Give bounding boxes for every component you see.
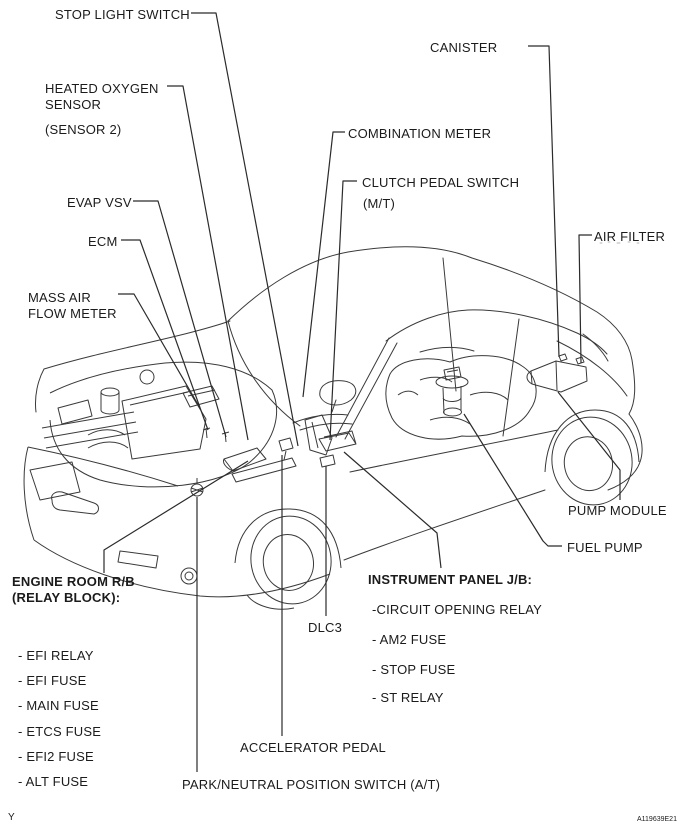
front-bumper-left bbox=[24, 447, 34, 540]
leader-lines bbox=[104, 13, 620, 772]
instrument-panel-jb-title: INSTRUMENT PANEL J/B: bbox=[368, 572, 533, 587]
leader-instrument-panel-jb bbox=[344, 452, 441, 568]
leader-stop-light-switch bbox=[191, 13, 298, 446]
fuel-tank bbox=[386, 356, 536, 440]
tank-detail bbox=[398, 377, 508, 424]
accelerator-pedal-part bbox=[279, 438, 293, 460]
car-rear-end bbox=[557, 334, 642, 490]
label-dlc3: DLC3 bbox=[308, 620, 343, 635]
lower-slot bbox=[118, 551, 158, 568]
engine-room-rb-title-1: ENGINE ROOM R/B bbox=[12, 574, 135, 589]
label-pump-module: PUMP MODULE bbox=[568, 503, 667, 518]
label-heated-o2-line2: SENSOR bbox=[45, 97, 102, 112]
label-park-neutral-switch: PARK/NEUTRAL POSITION SWITCH (A/T) bbox=[182, 777, 441, 792]
leader-ecm bbox=[121, 240, 208, 430]
label-heated-o2-line1: HEATED OXYGEN bbox=[45, 81, 159, 96]
canister-assembly bbox=[527, 354, 587, 392]
label-ecm: ECM bbox=[88, 234, 118, 249]
car-sill bbox=[344, 490, 545, 560]
battery bbox=[58, 400, 92, 424]
pump-bottom bbox=[444, 408, 462, 416]
junction-box bbox=[319, 431, 356, 451]
car-belt-line bbox=[386, 310, 607, 354]
rear-wheel-arch bbox=[545, 410, 639, 472]
front-end bbox=[24, 412, 330, 597]
fog-light bbox=[181, 568, 197, 584]
ecm-bar bbox=[223, 448, 266, 471]
bay-rim bbox=[50, 362, 277, 487]
label-accelerator-pedal: ACCELERATOR PEDAL bbox=[240, 740, 386, 755]
leader-canister bbox=[528, 46, 559, 357]
label-evap-vsv: EVAP VSV bbox=[67, 195, 132, 210]
leader-combination-meter bbox=[303, 132, 345, 397]
leader-fuel-pump bbox=[464, 414, 562, 546]
intake-runners bbox=[88, 430, 128, 448]
front-bumper-top bbox=[28, 447, 178, 486]
car-hood-edge bbox=[35, 321, 230, 412]
label-maf-line2: FLOW METER bbox=[28, 306, 117, 321]
instrument-panel-jb-item: - ST RELAY bbox=[372, 690, 444, 705]
front-wheel-arc bbox=[247, 595, 294, 609]
leader-pump-module bbox=[558, 392, 620, 500]
strut-tower bbox=[101, 388, 119, 414]
label-stop-light-switch: STOP LIGHT SWITCH bbox=[55, 7, 190, 22]
booster-cylinder bbox=[232, 458, 296, 482]
pump-top bbox=[444, 367, 461, 380]
valve-cover bbox=[122, 386, 206, 459]
engine-room-rb-item: - EFI2 FUSE bbox=[18, 749, 94, 764]
engine-room-rb-item: - EFI RELAY bbox=[18, 648, 94, 663]
figure-code: A119639E21 bbox=[637, 816, 677, 823]
car-side-mirror bbox=[320, 381, 356, 412]
label-canister: CANISTER bbox=[430, 40, 498, 55]
front-bumper-bottom bbox=[34, 540, 330, 597]
leader-heated-oxygen-sensor bbox=[167, 86, 248, 440]
scan-artifact bbox=[600, 242, 639, 243]
engine-room-rb-title-2: (RELAY BLOCK): bbox=[12, 590, 121, 605]
label-fuel-pump: FUEL PUMP bbox=[567, 540, 643, 555]
sensor-bolts bbox=[203, 428, 229, 442]
label-maf-line1: MASS AIR bbox=[28, 290, 92, 305]
car-body bbox=[35, 242, 642, 560]
dash-cluster bbox=[279, 415, 356, 467]
instrument-panel-jb-item: -CIRCUIT OPENING RELAY bbox=[372, 602, 543, 617]
front-wheel-arch bbox=[235, 509, 341, 568]
pedal-bracket bbox=[305, 415, 332, 455]
car-interior-hint bbox=[420, 347, 474, 352]
radiator-slats bbox=[42, 412, 138, 448]
engine-bay bbox=[50, 362, 296, 496]
pump-flange bbox=[436, 376, 468, 388]
engine-room-rb-item: - ALT FUSE bbox=[18, 774, 89, 789]
car-b-pillar bbox=[503, 319, 519, 436]
leader-engine-room-rb bbox=[104, 461, 248, 573]
label-clutch-mt: (M/T) bbox=[363, 196, 396, 211]
engine-room-rb-item: - MAIN FUSE bbox=[18, 698, 99, 713]
engine-room-rb-item: - EFI FUSE bbox=[18, 673, 87, 688]
car-a-pillar bbox=[336, 338, 397, 439]
pump-cylinder bbox=[443, 386, 461, 413]
label-clutch-pedal-switch: CLUTCH PEDAL SWITCH bbox=[362, 175, 520, 190]
leader-mass-air-flow-meter bbox=[118, 294, 200, 408]
grille-slot bbox=[52, 492, 99, 514]
car-windshield-edge bbox=[228, 321, 300, 426]
engine-room-rb-item: - ETCS FUSE bbox=[18, 724, 102, 739]
leader-air-filter bbox=[579, 235, 592, 363]
car-door-seam bbox=[443, 258, 456, 391]
label-combination-meter: COMBINATION METER bbox=[348, 126, 492, 141]
dlc3-connector bbox=[320, 455, 335, 467]
leader-clutch-pedal-switch bbox=[330, 181, 357, 440]
leader-evap-vsv bbox=[133, 201, 226, 437]
label-air-filter: AIR FILTER bbox=[594, 229, 666, 244]
headlight bbox=[30, 462, 80, 500]
wheels bbox=[235, 410, 639, 610]
car-door-crease bbox=[350, 430, 558, 472]
fuel-tank-group bbox=[386, 356, 536, 440]
page-marker: Y bbox=[8, 812, 15, 823]
car-roofline bbox=[228, 247, 635, 414]
instrument-panel-jb-item: - STOP FUSE bbox=[372, 662, 456, 677]
oil-cap bbox=[140, 370, 154, 384]
label-heated-o2-line3: (SENSOR 2) bbox=[45, 122, 122, 137]
np-switch bbox=[191, 478, 203, 492]
instrument-panel-jb-item: - AM2 FUSE bbox=[372, 632, 447, 647]
